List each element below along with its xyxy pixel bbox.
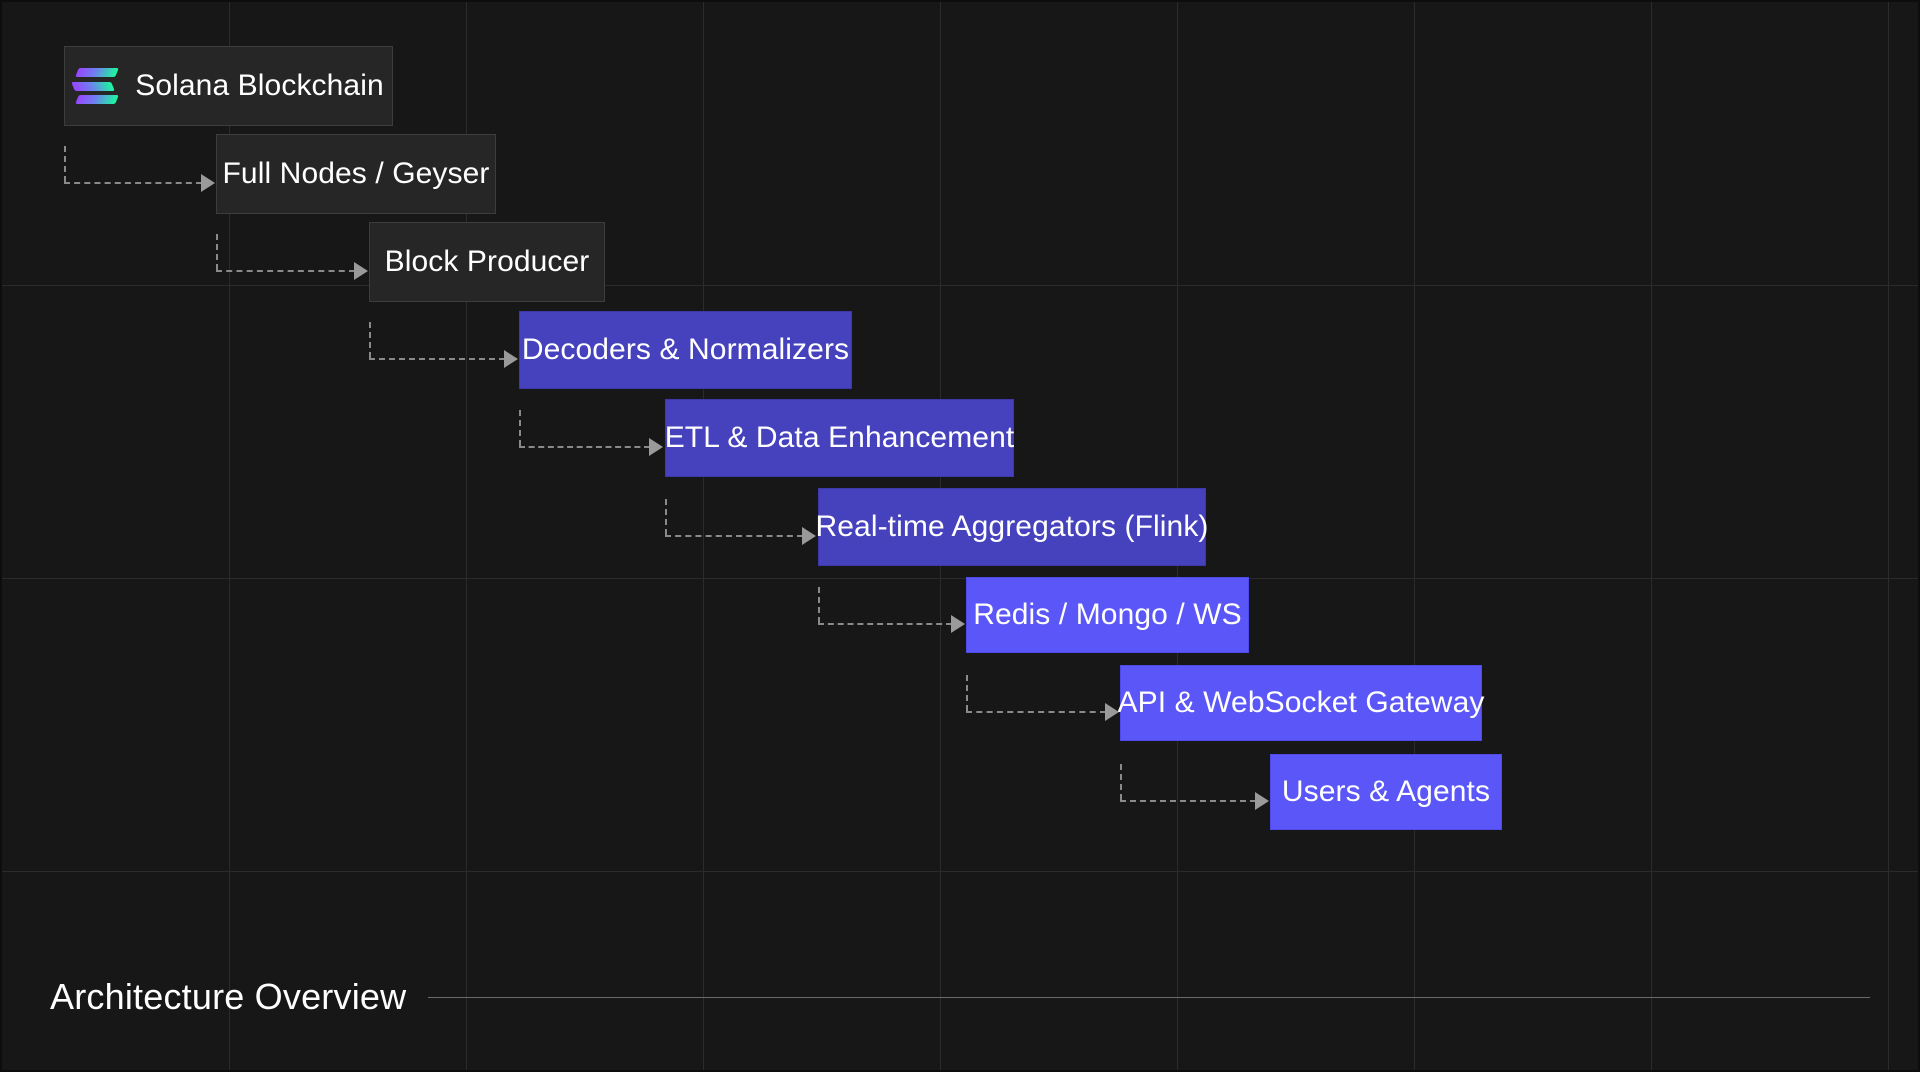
connector-horizontal-segment [818, 623, 952, 625]
node-users-agents[interactable]: Users & Agents [1270, 754, 1502, 830]
solana-logo-icon [71, 68, 120, 104]
node-full-nodes-geyser[interactable]: Full Nodes / Geyser [216, 134, 496, 214]
connector-horizontal-segment [966, 711, 1106, 713]
node-label: API & WebSocket Gateway [1117, 686, 1485, 719]
node-label: Redis / Mongo / WS [973, 598, 1242, 631]
connector-arrowhead-icon [1255, 792, 1269, 810]
node-label: Real-time Aggregators (Flink) [815, 510, 1209, 543]
connector-vertical-segment [519, 410, 521, 446]
connector-vertical-segment [818, 587, 820, 623]
connector-arrowhead-icon [649, 438, 663, 456]
diagram-title-row: Architecture Overview [50, 976, 1870, 1018]
node-realtime-aggregators[interactable]: Real-time Aggregators (Flink) [815, 488, 1209, 566]
title-divider [428, 996, 1870, 998]
connector-vertical-segment [1120, 764, 1122, 800]
connector-arrowhead-icon [951, 615, 965, 633]
connector-arrowhead-icon [504, 350, 518, 368]
connector-arrowhead-icon [201, 174, 215, 192]
connector-horizontal-segment [369, 358, 505, 360]
node-api-websocket-gateway[interactable]: API & WebSocket Gateway [1117, 665, 1485, 741]
node-label: Block Producer [384, 245, 590, 278]
node-label: ETL & Data Enhancement [664, 421, 1015, 454]
connector-arrowhead-icon [802, 527, 816, 545]
node-redis-mongo-ws[interactable]: Redis / Mongo / WS [966, 577, 1249, 653]
connector-vertical-segment [64, 146, 66, 182]
node-etl-data-enhancement[interactable]: ETL & Data Enhancement [665, 399, 1014, 477]
connector-vertical-segment [369, 322, 371, 358]
page-title: Architecture Overview [50, 976, 407, 1017]
node-decoders-normalizers[interactable]: Decoders & Normalizers [519, 311, 852, 389]
connector-vertical-segment [216, 234, 218, 270]
connector-horizontal-segment [1120, 800, 1256, 802]
connector-vertical-segment [665, 499, 667, 535]
node-label: Solana Blockchain [135, 69, 384, 102]
connector-arrowhead-icon [354, 262, 368, 280]
connector-horizontal-segment [665, 535, 803, 537]
connector-horizontal-segment [519, 446, 650, 448]
node-block-producer[interactable]: Block Producer [369, 222, 605, 302]
connector-vertical-segment [966, 675, 968, 711]
node-label: Decoders & Normalizers [521, 333, 850, 366]
node-solana-blockchain[interactable]: Solana Blockchain [64, 46, 393, 126]
node-label: Full Nodes / Geyser [222, 157, 490, 190]
connector-horizontal-segment [64, 182, 202, 184]
connector-horizontal-segment [216, 270, 355, 272]
node-label: Users & Agents [1281, 775, 1491, 808]
